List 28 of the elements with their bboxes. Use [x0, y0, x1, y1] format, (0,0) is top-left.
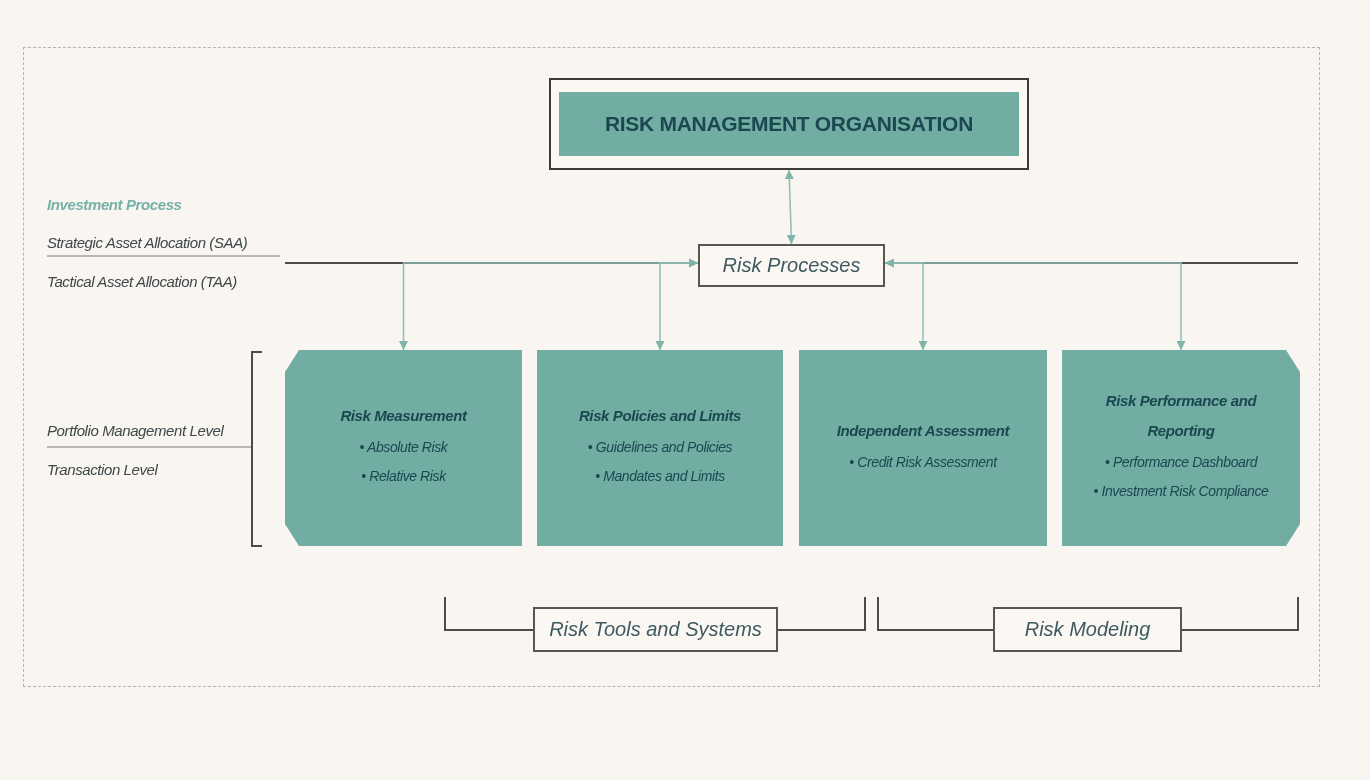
title-frame: [549, 78, 1029, 170]
box-heading: Risk Performance and Reporting: [1104, 391, 1258, 441]
label-box: Risk Processes: [698, 244, 885, 287]
process-box: [1062, 350, 1300, 546]
process-box: [537, 350, 783, 546]
label-box: Risk Modeling: [993, 607, 1182, 652]
process-box: [285, 350, 522, 546]
bullet-item: • Absolute Risk: [359, 438, 448, 457]
double-arrow: [884, 258, 1186, 351]
label-box: Risk Tools and Systems: [533, 607, 778, 652]
side-label: Transaction Level: [47, 461, 158, 478]
side-label: Tactical Asset Allocation (TAA): [47, 273, 237, 290]
title-box: RISK MANAGEMENT ORGANISATION: [559, 92, 1019, 156]
box-heading: Independent Assessment: [836, 420, 1010, 441]
process-box: [799, 350, 1047, 546]
side-label: Investment Process: [47, 196, 182, 213]
box-heading: Risk Policies and Limits: [578, 406, 742, 426]
bullet-item: • Guidelines and Policies: [587, 438, 733, 457]
bullet-item: • Mandates and Limits: [594, 467, 726, 486]
box-heading: Risk Measurement: [340, 406, 467, 426]
side-label: Strategic Asset Allocation (SAA): [47, 234, 248, 251]
bullet-item: • Investment Risk Compliance: [1093, 482, 1269, 501]
side-label: Portfolio Management Level: [47, 422, 224, 439]
bullet-item: • Relative Risk: [360, 467, 448, 486]
bullet-item: • Performance Dashboard: [1103, 453, 1259, 472]
bullet-item: • Credit Risk Assessment: [849, 452, 997, 472]
double-arrow: [655, 258, 699, 351]
double-arrow: [784, 169, 796, 245]
